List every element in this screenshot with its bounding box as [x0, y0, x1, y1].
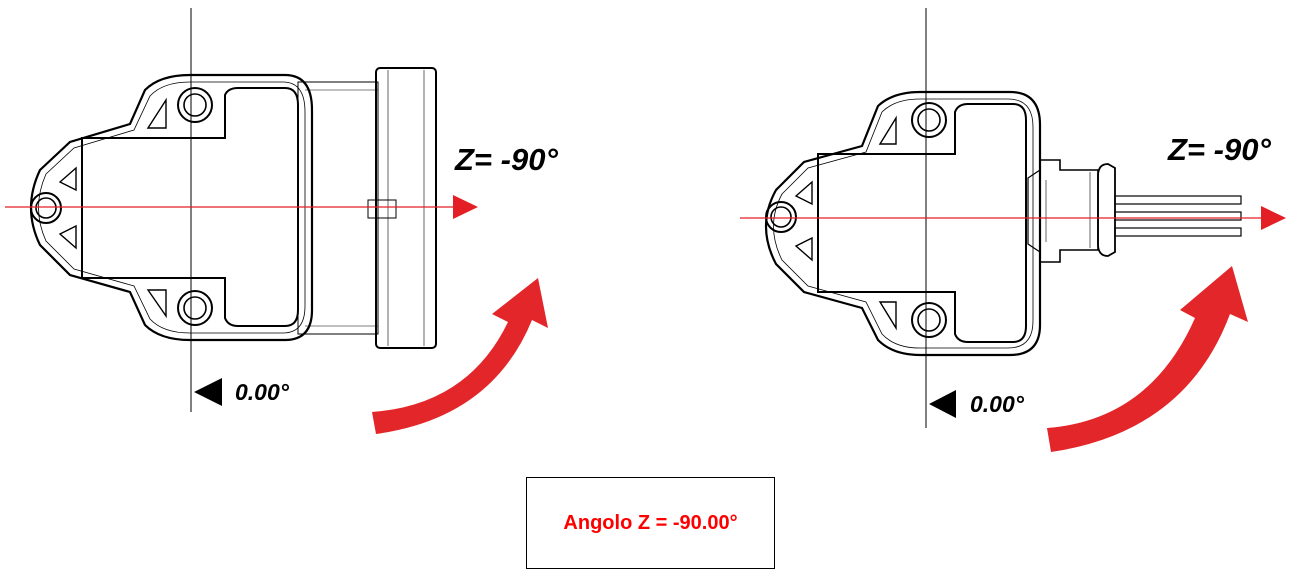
left-rotation-arrow — [372, 278, 548, 434]
left-reference-label: 0.00° — [235, 379, 290, 405]
left-axis-arrowhead — [453, 195, 478, 219]
right-connector — [1027, 159, 1242, 263]
left-connector — [297, 67, 437, 349]
right-sensor-view: Z= -90° 0.00° — [740, 8, 1286, 452]
result-box: Angolo Z = -90.00° — [526, 477, 775, 569]
left-housing — [30, 73, 314, 342]
right-axis-arrowhead — [1261, 206, 1286, 230]
left-zero-marker-icon — [194, 378, 222, 406]
right-housing — [765, 90, 1042, 357]
right-zero-marker-icon — [929, 390, 956, 418]
result-angle-text: Angolo Z = -90.00° — [563, 511, 738, 534]
right-angle-label: Z= -90° — [1167, 132, 1271, 167]
left-angle-label: Z= -90° — [454, 142, 558, 177]
right-rotation-arrow — [1047, 266, 1248, 452]
right-reference-label: 0.00° — [970, 391, 1025, 417]
left-sensor-view: Z= -90° 0.00° — [5, 8, 558, 434]
